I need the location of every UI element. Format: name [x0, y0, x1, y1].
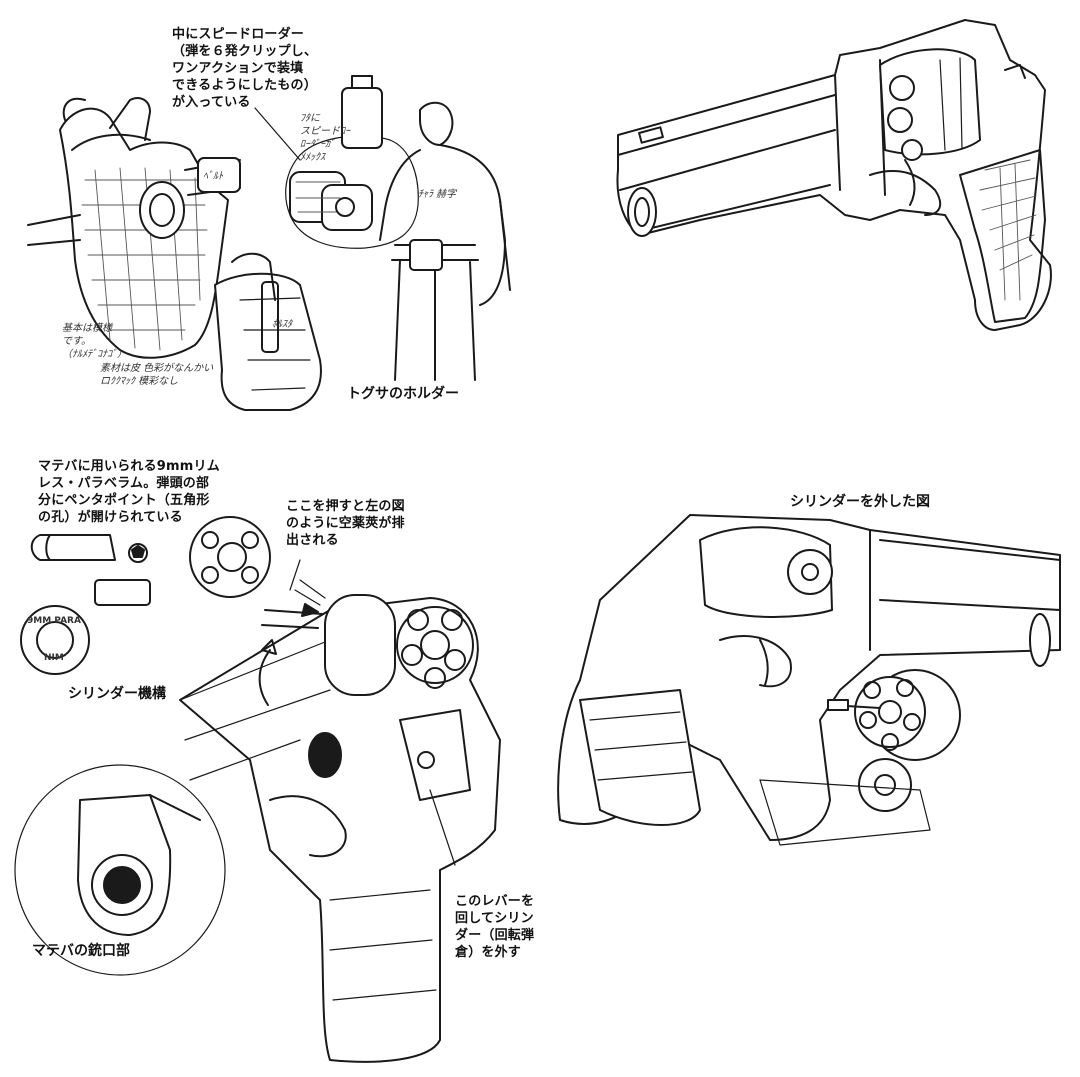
lever-leader-line: [429, 789, 456, 866]
pouch-handwritten-note: ﾌﾀに スピードﾛｰ ﾛｰﾀﾞｰｶﾞ ﾒﾒｯｸｽ: [300, 113, 350, 163]
holster-handwritten-note-1: 基本は模様 です。 （ﾅﾙﾒﾃﾞｺﾅｺﾞ）: [62, 323, 127, 360]
revolver-cylinder-removed-sketch: [557, 514, 1061, 846]
muzzle-caption: マテバの銃口部: [32, 943, 130, 959]
push-arrow-line: [289, 559, 301, 591]
holster-sketch: [27, 97, 322, 411]
speedloader-figure-sketch: [285, 75, 511, 381]
holster-handwritten-note-2: 素材は皮 色彩がなんかい ロｸｸﾏｯｸ 模彩なし: [100, 363, 214, 387]
cylinder-mechanism-caption: シリンダー機構: [68, 686, 166, 702]
figure-handwritten-note: ﾁｬﾗ 赫字: [418, 189, 457, 200]
revolver-side-sketch: [616, 19, 1052, 331]
push-here-note: ここを押すと左の図 のように空薬莢が排 出される: [286, 499, 405, 548]
holster-caption: トグサのホルダー: [347, 386, 459, 402]
revolver-cylinder-open-sketch: [179, 579, 501, 1063]
cylinder-removed-caption: シリンダーを外した図: [790, 494, 930, 510]
side-handwritten-tag: ﾎﾙｽﾀ: [272, 319, 292, 330]
cartridge-sketches: [20, 516, 271, 675]
push-arrow-head: [301, 603, 319, 617]
ammo-note: マテバに用いられる9mmリム レス・パラベラム。弾頭の部 分にペンタポイント（五…: [38, 459, 220, 525]
lever-note: このレバーを 回してシリン ダー（回転弾 倉）を外す: [455, 894, 535, 960]
strap-handwritten-tag: ﾍﾞﾙﾄ: [203, 171, 223, 182]
speedloader-leader-line: [254, 107, 301, 161]
speedloader-note: 中にスピードローダー （弾を６発クリップし、 ワンアクションで装填 できるように…: [172, 27, 318, 110]
cartridge-stamp-bottom: NIM: [44, 653, 64, 663]
muzzle-closeup-sketch: [14, 764, 226, 976]
cartridge-stamp-top: 9MM PARA: [27, 616, 81, 626]
